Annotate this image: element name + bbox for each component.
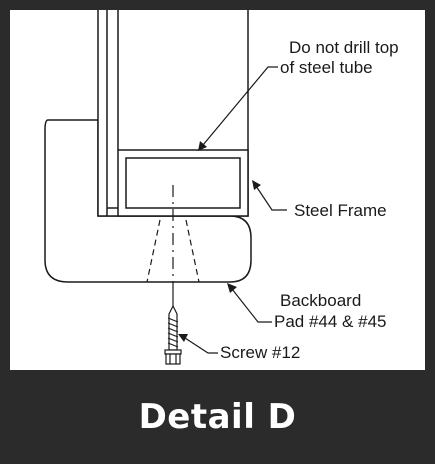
- footer-banner: Detail D: [0, 370, 435, 464]
- diagram-panel: Do not drill top of steel tube Steel Fra…: [10, 10, 425, 370]
- steel-tube-inner: [125, 157, 241, 209]
- label-steel-frame: Steel Frame: [294, 201, 387, 220]
- leader-steel-frame: [255, 185, 287, 211]
- leader-backboard: [231, 288, 272, 323]
- arrowhead-backboard: [227, 283, 237, 293]
- label-screw: Screw #12: [220, 343, 300, 362]
- label-drill-line2: of steel tube: [280, 58, 373, 77]
- hole-taper-right: [185, 219, 200, 283]
- hole-taper-left: [146, 219, 161, 283]
- detail-diagram: Do not drill top of steel tube Steel Fra…: [44, 10, 399, 365]
- label-backboard-line1: Backboard: [280, 291, 361, 310]
- detail-title: Detail D: [138, 397, 297, 437]
- label-backboard-line2: Pad #44 & #45: [274, 312, 386, 331]
- backboard-pad: [44, 119, 252, 283]
- arrowhead-steel-frame: [252, 180, 261, 190]
- leader-drill: [202, 66, 278, 146]
- leader-screw: [184, 337, 218, 354]
- screw-icon: [164, 304, 182, 365]
- arrowhead-drill: [198, 141, 207, 151]
- arrowhead-screw: [178, 334, 188, 342]
- label-drill-line1: Do not drill top: [289, 38, 399, 57]
